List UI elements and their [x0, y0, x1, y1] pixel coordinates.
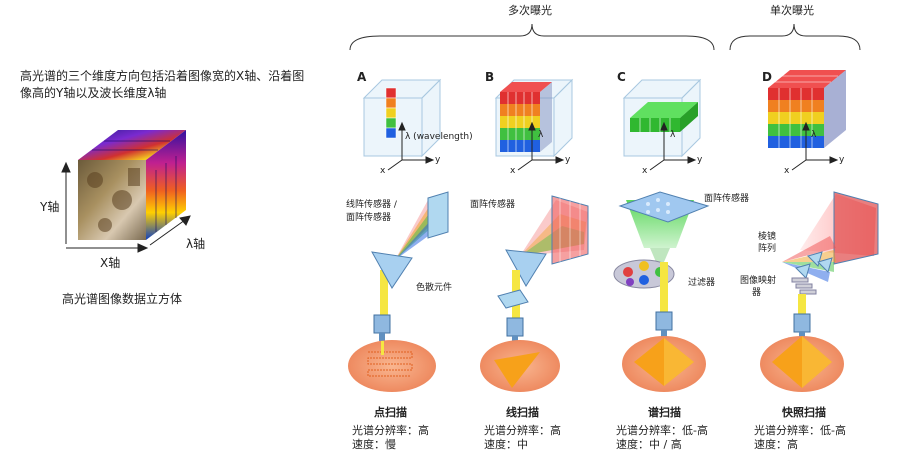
d-x-label: x: [784, 166, 789, 177]
spec-d-resolution: 光谱分辨率：低-高: [754, 424, 846, 438]
d-prism-label: 棱镜: [758, 232, 776, 243]
method-name-b: 线扫描: [506, 404, 539, 420]
panel-d-optics: [760, 192, 878, 392]
spec-b-speed: 速度：中: [484, 438, 528, 452]
a-x-label: x: [380, 166, 385, 177]
spec-c-resolution: 光谱分辨率：低-高: [616, 424, 708, 438]
d-prism-label-2: 阵列: [758, 244, 776, 255]
hyperspectral-cube: [78, 130, 186, 240]
a-disperse-label: 色散元件: [416, 283, 452, 294]
b-y-label: y: [565, 155, 570, 166]
panel-letter-c: C: [617, 70, 626, 84]
method-name-c: 谱扫描: [648, 404, 681, 420]
multi-exposure-label: 多次曝光: [508, 4, 552, 18]
y-axis-label: Y轴: [40, 200, 59, 214]
a-y-label: y: [435, 155, 440, 166]
cube-caption: 高光谱图像数据立方体: [62, 292, 182, 306]
panel-letter-a: A: [357, 70, 366, 84]
spec-a-resolution: 光谱分辨率：高: [352, 424, 429, 438]
spec-a-speed: 速度：慢: [352, 438, 396, 452]
a-lambda-label: λ (wavelength): [405, 132, 473, 143]
c-x-label: x: [642, 166, 647, 177]
d-mapper-label: 图像映射: [740, 276, 776, 287]
panel-b-cube: [496, 80, 572, 156]
single-exposure-label: 单次曝光: [770, 4, 814, 18]
spec-b-resolution: 光谱分辨率：高: [484, 424, 561, 438]
b-lambda-label: λ: [538, 130, 543, 141]
panel-letter-b: B: [485, 70, 494, 84]
c-y-label: y: [697, 155, 702, 166]
c-lambda-label: λ: [670, 130, 675, 141]
c-sensor-label: 面阵传感器: [704, 194, 749, 205]
a-sensor-label-2: 面阵传感器: [346, 213, 391, 224]
panel-letter-d: D: [762, 70, 772, 84]
d-lambda-label: λ: [811, 130, 816, 141]
spec-c-speed: 速度：中 / 高: [616, 438, 682, 452]
spec-d-speed: 速度：高: [754, 438, 798, 452]
a-sensor-label: 线阵传感器 /: [346, 200, 397, 211]
panel-c-cube: [624, 80, 700, 156]
brace-single: [730, 24, 860, 50]
x-axis-label: X轴: [100, 256, 120, 270]
c-filter-label: 过滤器: [688, 278, 715, 289]
d-mapper-label-2: 器: [752, 288, 761, 299]
b-sensor-label: 面阵传感器: [470, 200, 515, 211]
b-x-label: x: [510, 166, 515, 177]
brace-multi: [350, 24, 714, 50]
method-name-d: 快照扫描: [782, 404, 826, 420]
panel-b-optics: [480, 196, 588, 392]
panel-c-optics: [614, 192, 708, 392]
lambda-axis-label: λ轴: [186, 237, 205, 251]
d-y-label: y: [839, 155, 844, 166]
method-name-a: 点扫描: [374, 404, 407, 420]
panel-d-cube: [768, 70, 846, 148]
